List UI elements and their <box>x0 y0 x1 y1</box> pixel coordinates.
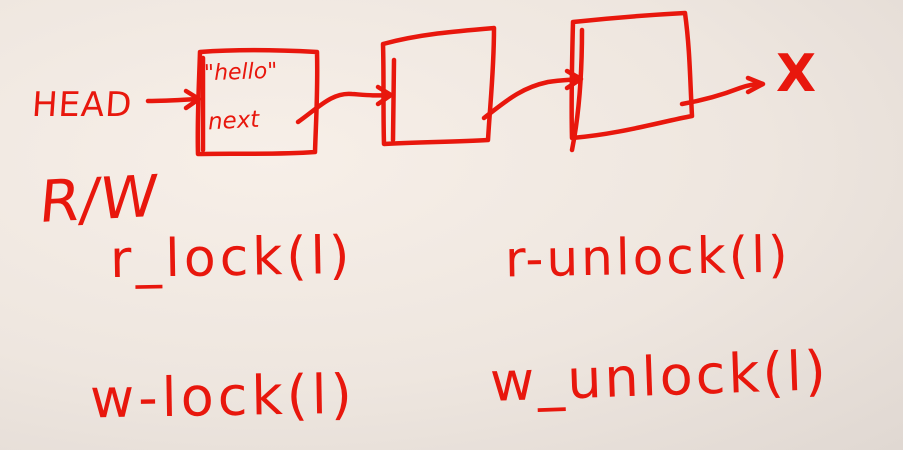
node-3-next-arrow <box>679 81 765 107</box>
node-1-next-arrow <box>295 91 393 125</box>
read-unlock-call: r-unlock(l) <box>504 225 792 289</box>
node-3-box <box>569 10 695 141</box>
node-1-box <box>195 47 320 157</box>
read-lock-call: r_lock(l) <box>109 225 354 291</box>
node-1-next-field: next <box>207 106 260 136</box>
rw-lock-label: R/W <box>36 161 161 237</box>
write-unlock-call: w_unlock(l) <box>488 339 830 414</box>
node-1-value: "hello" <box>203 58 278 87</box>
head-arrow <box>145 96 201 104</box>
write-lock-call: w-lock(l) <box>89 362 357 431</box>
null-marker: X <box>776 44 817 104</box>
head-label: HEAD <box>30 85 134 125</box>
node-2-next-arrow <box>481 76 583 121</box>
node-2-box <box>380 25 497 147</box>
